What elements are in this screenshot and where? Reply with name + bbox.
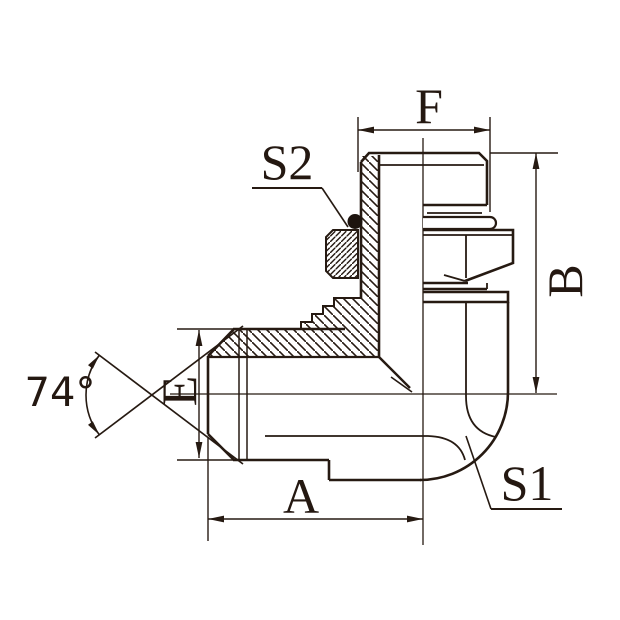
e-arrow-bottom bbox=[195, 442, 203, 458]
lower-flange bbox=[423, 290, 510, 304]
f-arrow-right bbox=[474, 126, 490, 134]
dim-label-B: B bbox=[537, 264, 593, 297]
o-ring-seal bbox=[347, 214, 363, 229]
e-arrow-top bbox=[195, 330, 203, 346]
s1-leader-line bbox=[465, 435, 492, 510]
dimension-B bbox=[490, 152, 558, 393]
hex-bottom-chamfer bbox=[443, 274, 466, 282]
cone-line-lower bbox=[94, 351, 244, 465]
dimension-F bbox=[357, 117, 491, 212]
bore-transition-chamfer-2 bbox=[390, 376, 413, 393]
callout-label-S1: S1 bbox=[501, 455, 554, 511]
f-arrow-left bbox=[358, 126, 374, 134]
body-facet-edge bbox=[465, 302, 497, 438]
hex-flange-top bbox=[423, 228, 515, 283]
section-hatching bbox=[209, 156, 379, 356]
washer-outline bbox=[423, 215, 498, 231]
cone-angle-label: 74° bbox=[25, 370, 96, 416]
dimension-A bbox=[207, 438, 423, 541]
a-arrow-left bbox=[208, 515, 224, 523]
s2-leader-line bbox=[321, 187, 349, 228]
callout-S1 bbox=[465, 435, 562, 510]
dimension-E bbox=[177, 328, 233, 461]
thread-step-profile bbox=[300, 297, 361, 330]
locknut-section-hatch bbox=[325, 229, 359, 279]
b-arrow-top bbox=[532, 153, 540, 169]
cone-line-upper bbox=[94, 325, 244, 439]
elbow-outer-radius bbox=[419, 391, 510, 482]
body-section-hatch bbox=[209, 156, 379, 356]
arm-facet-line bbox=[265, 435, 466, 461]
callout-label-S2: S2 bbox=[261, 134, 314, 190]
cone-angle-annotation bbox=[85, 325, 244, 465]
a-arrow-right bbox=[407, 515, 423, 523]
b-arrow-bottom bbox=[532, 377, 540, 393]
dim-label-F: F bbox=[415, 78, 443, 134]
bore-transition-chamfer bbox=[378, 356, 411, 389]
angle-arc-arrow-bottom bbox=[88, 421, 100, 435]
fitting-outline bbox=[206, 151, 515, 482]
dim-label-A: A bbox=[283, 468, 319, 524]
callout-S2 bbox=[252, 187, 349, 228]
angle-arc-arrow-top bbox=[88, 355, 100, 369]
stud-top-edge bbox=[360, 151, 489, 205]
